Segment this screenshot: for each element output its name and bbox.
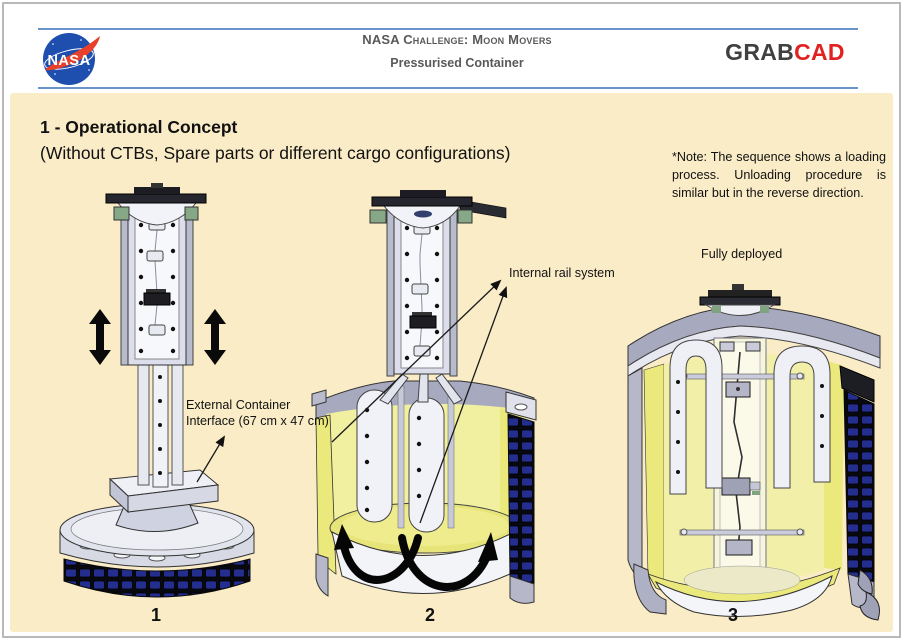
grabcad-logo: GRABCAD (700, 39, 870, 66)
header-challenge-title: NASA Challenge: Moon Movers (362, 32, 552, 47)
swing-arrows-icon (334, 524, 498, 591)
step-number-3: 3 (727, 605, 739, 625)
section-heading: 1 - Operational Concept (40, 117, 238, 137)
grabcad-logo-grab: GRAB (725, 39, 795, 65)
figure-2-mast-lowering (311, 190, 537, 604)
label-external-interface: External Container Interface (67 cm x 47… (186, 398, 329, 429)
header-rule-top (38, 28, 858, 30)
up-down-arrow-right-icon (204, 309, 226, 365)
grabcad-logo-cad: CAD (794, 39, 845, 65)
figure-3-fully-deployed (627, 284, 881, 621)
svg-text:NASA: NASA (47, 53, 90, 69)
section-subheading: (Without CTBs, Spare parts or different … (40, 143, 511, 163)
step-number-1: 1 (150, 605, 162, 625)
header-rule-bottom (38, 87, 858, 89)
label-fully-deployed: Fully deployed (701, 247, 783, 261)
figure-1-mast-extended (59, 183, 255, 598)
step-number-2: 2 (424, 605, 436, 625)
label-internal-rail-system: Internal rail system (509, 266, 615, 280)
note-text: *Note: The sequence shows a loading proc… (672, 150, 886, 200)
up-down-arrow-left-icon (89, 309, 111, 365)
nasa-logo-icon: NASA (43, 33, 100, 85)
header-title-block: NASA Challenge: Moon Movers Pressurised … (297, 32, 617, 70)
header-subtitle: Pressurised Container (390, 56, 524, 70)
